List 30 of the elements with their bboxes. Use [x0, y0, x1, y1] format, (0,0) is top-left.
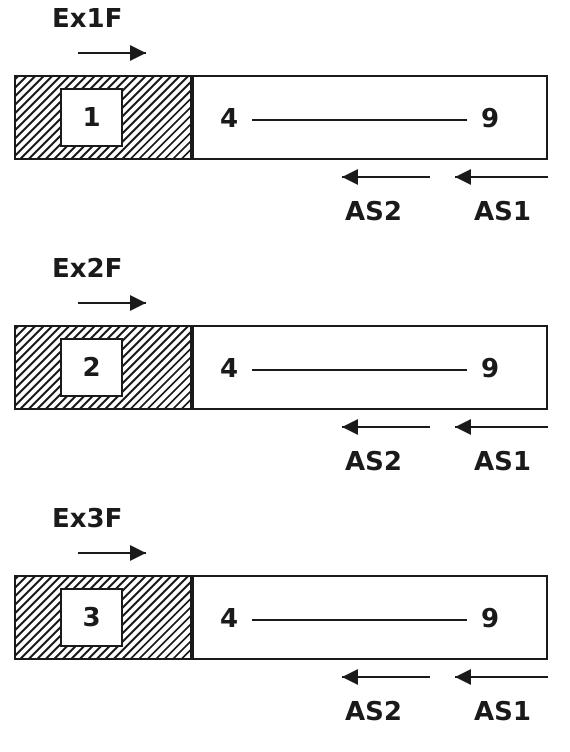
primer-label: AS2	[345, 197, 402, 227]
primer-label: AS2	[345, 447, 402, 477]
primer-label: AS1	[474, 697, 531, 727]
exon-number: 1	[82, 102, 101, 132]
exon-box	[60, 88, 123, 147]
hatched-box	[14, 325, 192, 410]
hatched-box	[14, 75, 192, 160]
primer-label: AS1	[474, 447, 531, 477]
position-number: 4	[220, 354, 238, 384]
position-number: 9	[480, 104, 500, 134]
primer-label: Ex1F	[52, 4, 122, 34]
exon-number: 2	[82, 352, 101, 382]
connecting-line	[252, 369, 467, 371]
primer-label: AS1	[474, 197, 531, 227]
position-number: 9	[480, 604, 500, 634]
exon-box	[60, 338, 123, 397]
region-box	[192, 325, 548, 410]
region-box	[192, 575, 548, 660]
exon-box	[60, 588, 123, 647]
exon-number: 3	[82, 602, 101, 632]
primer-label: AS2	[345, 697, 402, 727]
position-number: 4	[220, 604, 238, 634]
hatched-box	[14, 575, 192, 660]
connecting-line	[252, 619, 467, 621]
position-number: 9	[480, 354, 500, 384]
position-number: 4	[220, 104, 238, 134]
primer-label: Ex2F	[52, 254, 122, 284]
connecting-line	[252, 119, 467, 121]
region-box	[192, 75, 548, 160]
primer-label: Ex3F	[52, 504, 122, 534]
